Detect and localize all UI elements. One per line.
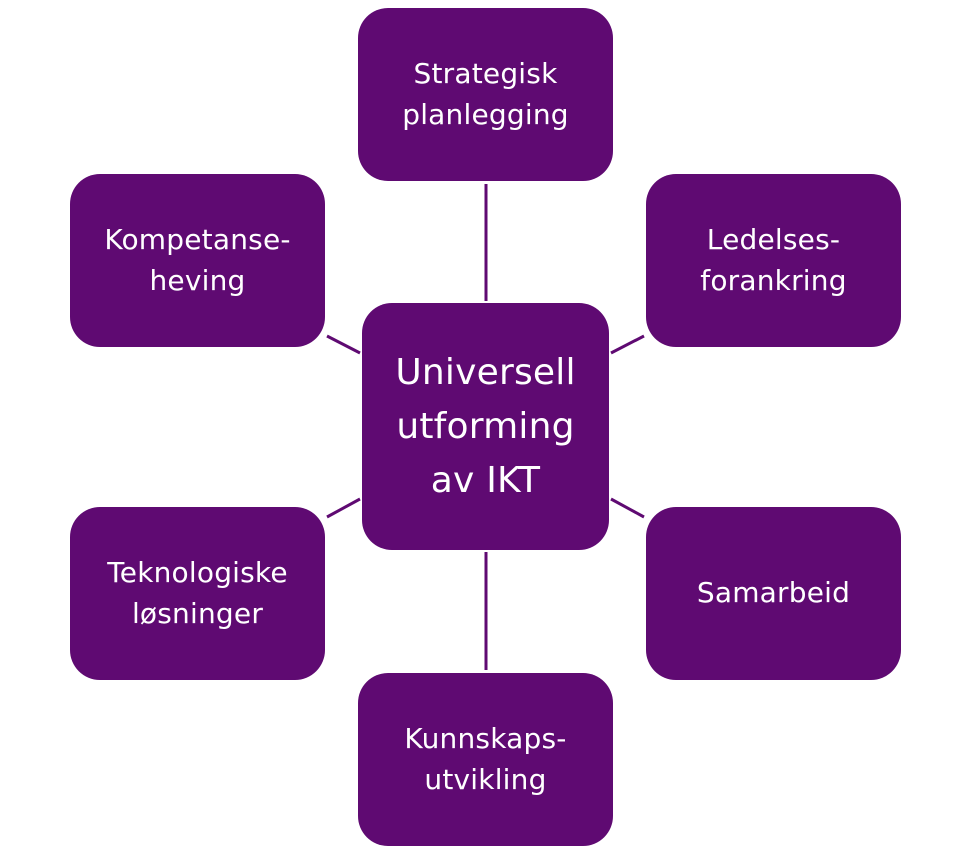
node-samarbeid: Samarbeid	[646, 507, 901, 680]
node-label: Ledelses- forankring	[700, 222, 847, 297]
node-kompetanseheving: Kompetanse- heving	[70, 174, 325, 347]
node-label: Kompetanse- heving	[104, 222, 291, 297]
connector-bottom-left	[326, 497, 361, 519]
central-node-universell-utforming: Universell utforming av IKT	[362, 303, 609, 550]
node-label: Teknologiske løsninger	[107, 555, 288, 630]
node-label: Samarbeid	[696, 576, 851, 610]
node-ledelsesforankring: Ledelses- forankring	[646, 174, 901, 347]
node-label: Strategisk planlegging	[402, 56, 569, 131]
node-kunnskapsutvikling: Kunnskaps- utvikling	[358, 673, 613, 846]
node-teknologiske-losninger: Teknologiske løsninger	[70, 507, 325, 680]
connector-bottom-right	[610, 497, 645, 519]
connector-top-left	[326, 334, 361, 355]
node-strategisk-planlegging: Strategisk planlegging	[358, 8, 613, 181]
connector-top-right	[610, 334, 645, 355]
central-node-label: Universell utforming av IKT	[395, 351, 576, 501]
node-label: Kunnskaps- utvikling	[404, 721, 567, 796]
